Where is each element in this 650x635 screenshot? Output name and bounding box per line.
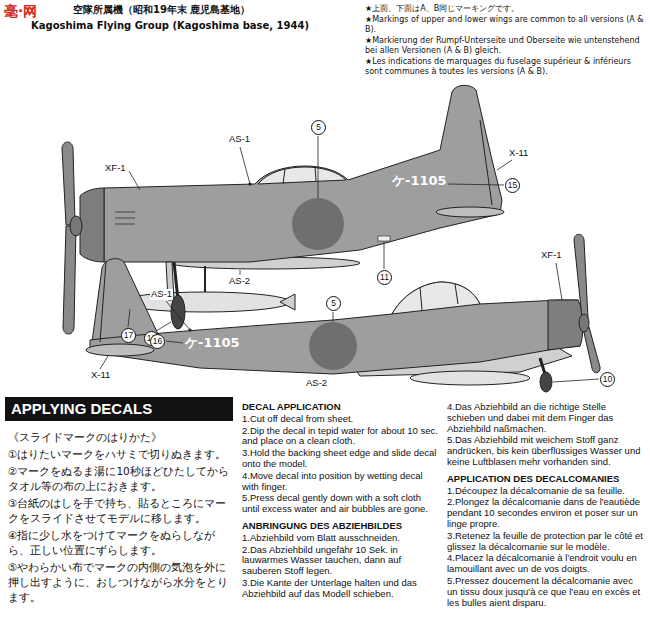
instruction-step: ②マークをぬるま湯に10秒ほどひたしてからタオル等の布の上におきます。 — [8, 464, 234, 494]
section-band: APPLYING DECALS — [5, 397, 233, 421]
instruction-step: 5.Pressez doucement la décalcomanie avec… — [447, 576, 645, 608]
instruction-step: 4.Das Abziehbild an die richtige Stelle … — [447, 402, 645, 434]
instruction-step: 1.Cut off decal from sheet. — [242, 414, 440, 425]
note-text: ★Markierung der Rumpf-Unterseite und Obe… — [365, 36, 645, 56]
instruction-step: ①はりたいマークをハサミで切りぬきます。 — [8, 447, 234, 462]
instruction-step: 2.Plongez la décalcomanie dans de l'eaut… — [447, 497, 645, 529]
note-text: ★上面、下面はA、B同じマーキングです。 — [365, 4, 645, 14]
decal-code: AS-1 — [228, 134, 251, 145]
decal-code: AS-2 — [305, 378, 328, 389]
decal-code: AS-1 — [150, 289, 173, 300]
instruction-step: 2.Das Abziehbild ungefähr 10 Sek. in lau… — [242, 545, 440, 577]
decal-code: XF-1 — [540, 250, 563, 261]
instruction-step: 3.Hold the backing sheet edge and slide … — [242, 448, 440, 470]
note-text: ★Markings of upper and lower wings are c… — [365, 15, 645, 35]
callout-number: 11 — [377, 270, 392, 285]
registration-text: ケ-1105 — [392, 174, 447, 189]
instruction-step: ③台紙のはしを手で持ち、貼るところにマークをスライドさせてモデルに移します。 — [8, 496, 234, 526]
leader-lines — [100, 136, 599, 382]
instruction-step: 1.Abziehbild vom Blatt ausschneiden. — [242, 533, 440, 544]
instruction-step: 5.Press decal gently down with a soft cl… — [242, 493, 440, 515]
header-text: Kagoshima Flying Group (Kagoshima base, … — [30, 20, 310, 32]
aircraft-three-quarter-view — [86, 234, 600, 392]
note-text: ★Les indications de marquages du fuselag… — [365, 57, 645, 77]
watermark: 毫·网 — [4, 3, 37, 19]
leader-dots — [188, 182, 251, 331]
instruction-step: ⑤やわらかい布でマークの内側の気泡を外に押し出すように、おしつけながら水分をとり… — [8, 560, 234, 605]
section-heading: APPLYING DECALS — [11, 400, 152, 418]
instruction-step: 4.Move decal into position by wetting de… — [242, 471, 440, 493]
header-text: 空隊所属機（昭和19年末 鹿児島基地） — [72, 4, 251, 16]
instruction-step: 《スライドマークのはりかた》 — [8, 430, 234, 445]
decal-code: X-11 — [90, 370, 111, 381]
callout-number: 17 — [121, 328, 136, 343]
instruction-step: 1.Découpez la décalcomanie de sa feuille… — [447, 486, 645, 497]
instruction-step: ④指に少し水をつけてマークをぬらしながら、正しい位置にずらします。 — [8, 528, 234, 558]
callout-number: 5 — [326, 296, 341, 311]
decal-code: X-11 — [508, 148, 529, 159]
instruction-step: 5.Das Abziehbild mit weichem Stoff ganz … — [447, 435, 645, 467]
callout-number: 5 — [311, 120, 326, 135]
callout-number: 10 — [600, 372, 615, 387]
decal-code: XF-1 — [104, 163, 127, 174]
instruction-step: 2.Dip the decal in tepid water for about… — [242, 426, 440, 448]
instruction-step: 3.Die Kante der Unterlage halten und das… — [242, 578, 440, 600]
instruction-heading: DECAL APPLICATION — [242, 402, 440, 413]
instruction-heading: ANBRINGUNG DES ABZIEHBILDES — [242, 521, 440, 532]
callout-number: 16 — [150, 334, 165, 349]
instruction-heading: APPLICATION DES DECALCOMANIES — [447, 474, 645, 485]
instruction-step: 3.Retenez la feuille de protection par l… — [447, 531, 645, 553]
callout-number: 15 — [505, 178, 520, 193]
decal-code: AS-2 — [228, 276, 251, 287]
registration-text: ケ-1105 — [185, 336, 240, 351]
instruction-step: 4.Placez la décalcomanie à l'endroit vou… — [447, 553, 645, 575]
